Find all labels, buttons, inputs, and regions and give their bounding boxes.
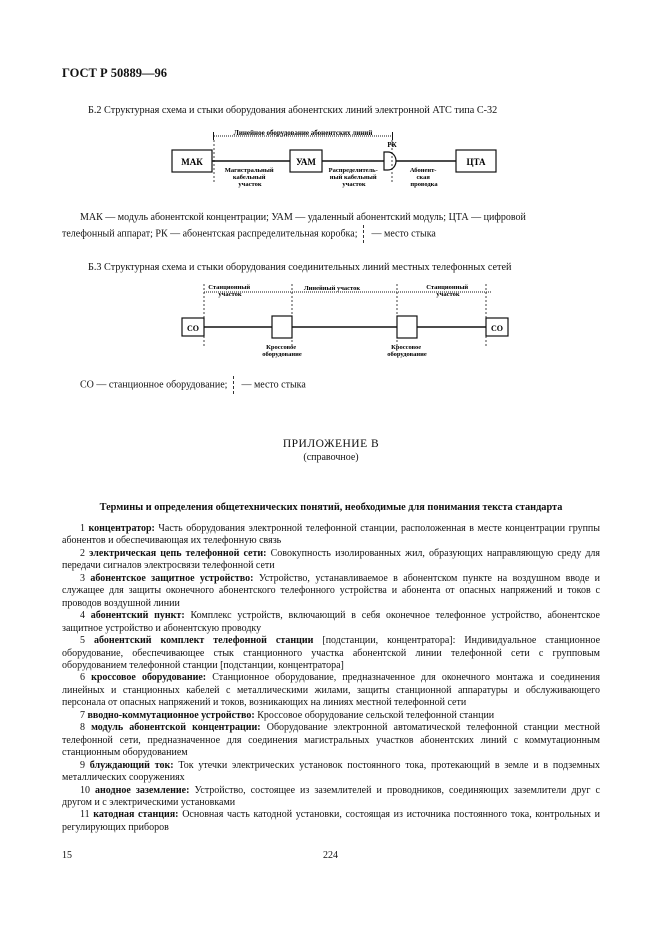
co-right-label: СО <box>491 324 503 333</box>
segment-trunk-label: Магистральный кабельный участок <box>225 167 275 188</box>
rk-symbol <box>383 151 397 171</box>
segment-distribution-label: Распределитель- ный кабельный участок <box>329 167 380 188</box>
section-title: Термины и определения общетехнических по… <box>99 502 563 513</box>
term-entry: 3 абонентское защитное устройство: Устро… <box>62 572 601 609</box>
term-entry: 10 анодное заземление: Устройство, состо… <box>62 784 600 808</box>
cross-left-block <box>271 315 293 339</box>
figure-b3-caption: Б.3 Структурная схема и стыки оборудован… <box>88 262 512 273</box>
appendix-subtitle: (справочное) <box>303 452 359 463</box>
term-entry: 8 модуль абонентской концентрации: Обору… <box>62 722 600 759</box>
term-entry: 7 вводно-коммутационное устройство: Крос… <box>80 709 495 721</box>
station-section-right-label: Станционный участок <box>426 284 470 298</box>
term-entry: 4 абонентский пункт: Комплекс устройств,… <box>62 610 600 634</box>
term-entry: 6 кроссовое оборудование: Станционное об… <box>62 672 600 709</box>
interface-mark-symbol <box>233 376 235 394</box>
document-code: ГОСТ Р 50889—96 <box>62 66 168 80</box>
appendix-title: ПРИЛОЖЕНИЕ В <box>282 438 380 450</box>
term-entry: 9 блуждающий ток: Ток утечки электрическ… <box>62 759 600 784</box>
cross-right-block <box>396 315 418 339</box>
figure-b2-caption: Б.2 Структурная схема и стыки оборудован… <box>88 105 498 116</box>
page-section-number: 15 <box>62 850 72 861</box>
segment-subscriber-wiring-label: Абонент- ская проводка <box>410 167 438 188</box>
uam-label: УАМ <box>296 157 316 167</box>
top-label-b2: Линейное оборудование абонентских линий <box>234 129 373 137</box>
station-section-left-label: Станционный участок <box>208 284 252 298</box>
figure-b3-diagram: Станционный участок Линейный участок Ста… <box>181 284 509 358</box>
figure-b3-legend: СО — станционное оборудование;— место ст… <box>62 376 600 394</box>
figure-b2-diagram: Линейное оборудование абонентских линий … <box>171 129 497 188</box>
cross-right-label: Кроссовое оборудование <box>387 344 427 358</box>
term-entry: 5 абонентский комплект телефонной станци… <box>62 635 601 671</box>
mak-label: МАК <box>181 157 203 167</box>
line-section-label: Линейный участок <box>304 285 361 292</box>
interface-mark-symbol <box>363 224 365 243</box>
figure-b2-legend: МАК — модуль абонентской концентрации; У… <box>62 212 600 243</box>
cta-label: ЦТА <box>466 157 486 167</box>
co-left-label: СО <box>187 324 199 333</box>
term-entry: 2 электрическая цепь телефонной сети: Со… <box>62 547 601 572</box>
cross-left-label: Кроссовое оборудование <box>262 344 302 358</box>
terms-list: 1 концентратор: Часть оборудования элект… <box>62 523 600 834</box>
page-number: 224 <box>323 850 338 861</box>
term-entry: 11 катодная станция: Основная часть като… <box>62 809 601 833</box>
rk-label: РК <box>387 141 397 149</box>
term-entry: 1 концентратор: Часть оборудования элект… <box>62 523 601 547</box>
